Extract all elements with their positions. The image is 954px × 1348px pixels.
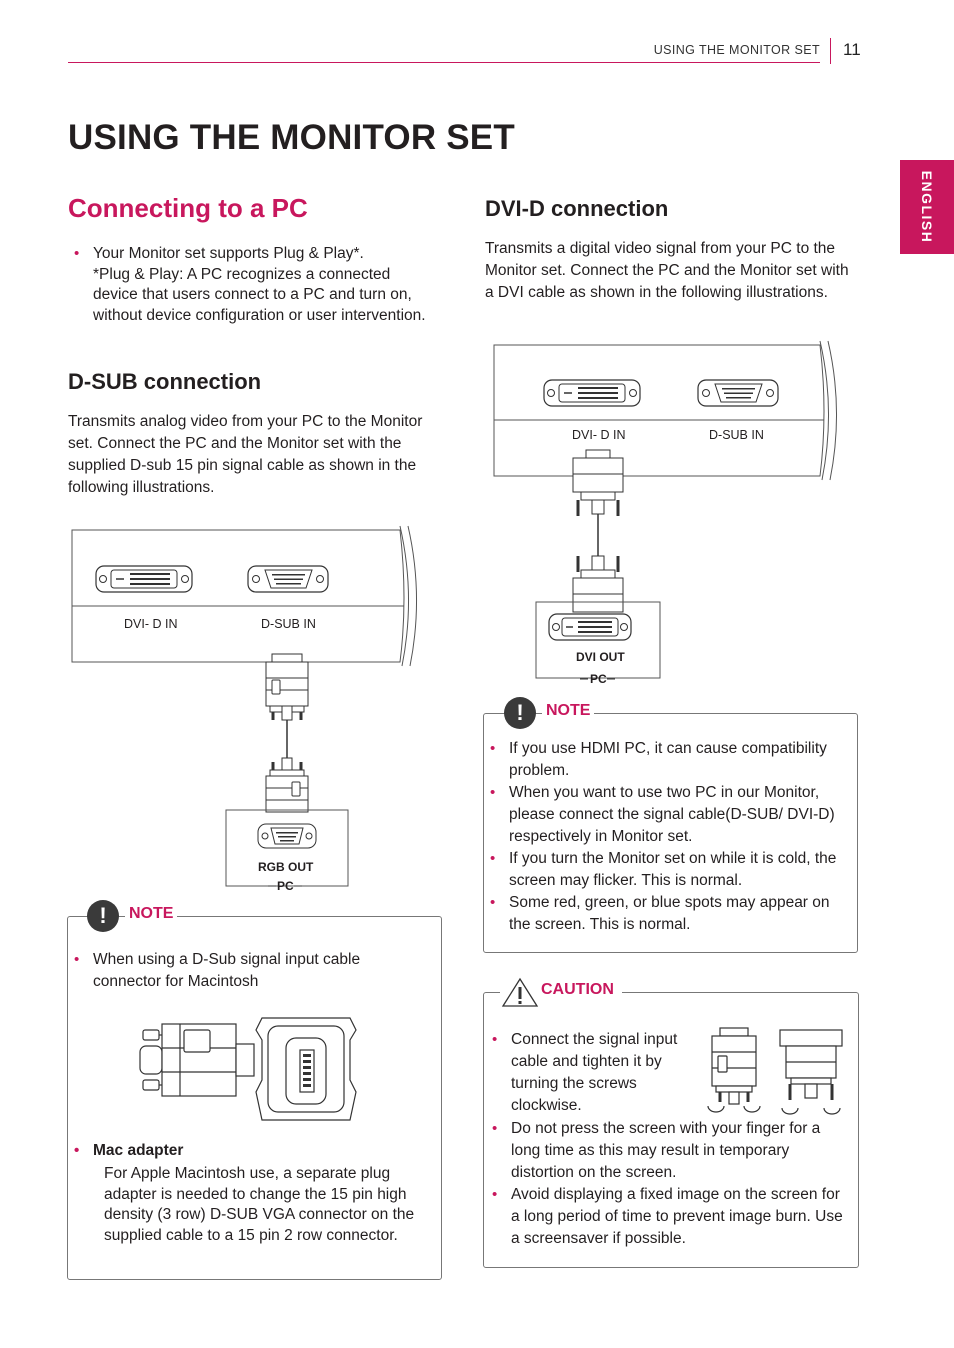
dvi-d-in-label-right: DVI- D IN <box>572 428 625 442</box>
section-title: Connecting to a PC <box>68 193 308 223</box>
dvid-description: Transmits a digital video signal from yo… <box>485 240 849 301</box>
dvi-cable-plug-bottom <box>572 555 624 613</box>
monitor-back-panel-right <box>493 340 837 481</box>
note-label-right: NOTE <box>542 702 595 720</box>
language-tab: ENGLISH <box>900 160 954 254</box>
dvi-port-icon-right <box>543 379 641 407</box>
caution-box <box>483 992 859 1268</box>
note-right-list: If you use HDMI PC, it can cause compati… <box>484 738 852 936</box>
note-right-item-3: If you turn the Monitor set on while it … <box>484 848 852 892</box>
dsub-cable-plug-bottom <box>265 757 309 813</box>
dvi-port-icon <box>95 565 193 593</box>
note-left-bullet-1: When using a D-Sub signal input cable co… <box>68 949 432 993</box>
pc-dvi-panel <box>535 601 661 679</box>
caution-item-3: Avoid displaying a fixed image on the sc… <box>486 1184 846 1250</box>
exclamation-icon: ! <box>504 697 536 729</box>
dsub-heading: D-SUB connection <box>68 369 262 394</box>
dsub-in-label: D-SUB IN <box>261 617 316 631</box>
note-left-item: When using a D-Sub signal input cable co… <box>68 949 432 993</box>
pc-label-right: PC <box>590 672 607 686</box>
warning-triangle-icon <box>500 976 540 1008</box>
intro-block: Your Monitor set supports Plug & Play*. … <box>68 244 428 326</box>
caution-item-1: Connect the signal input cable and tight… <box>486 1029 682 1117</box>
note-label-left: NOTE <box>125 905 178 923</box>
mac-adapter-title: Mac adapter <box>68 1140 432 1162</box>
caution-item-1-block: Connect the signal input cable and tight… <box>486 1029 682 1117</box>
monitor-back-panel <box>71 525 417 667</box>
dsub-cable-plug-top <box>265 653 309 721</box>
note-right-item-2: When you want to use two PC in our Monit… <box>484 782 852 848</box>
note-right-item-4: Some red, green, or blue spots may appea… <box>484 892 852 936</box>
mac-adapter-block: Mac adapter For Apple Macintosh use, a s… <box>68 1140 432 1246</box>
rgb-out-label: RGB OUT <box>258 860 314 874</box>
pc-rgb-panel <box>225 809 349 887</box>
note-box-left <box>67 916 442 1280</box>
mac-adapter-text: For Apple Macintosh use, a separate plug… <box>104 1165 415 1244</box>
dsub-port-icon-right <box>697 379 779 407</box>
dsub-in-label-right: D-SUB IN <box>709 428 764 442</box>
dvi-cable-plug-top <box>572 449 624 516</box>
plug-and-play-footnote: *Plug & Play: A PC recognizes a connecte… <box>93 265 426 324</box>
pc-label-left: PC <box>277 879 294 893</box>
header-divider <box>830 38 831 64</box>
page-title: USING THE MONITOR SET <box>68 118 515 157</box>
dvid-heading: DVI-D connection <box>485 196 669 221</box>
header-rule <box>68 62 820 63</box>
caution-list-rest: Do not press the screen with your finger… <box>486 1118 846 1250</box>
dsub-description: Transmits analog video from your PC to t… <box>68 413 423 496</box>
caution-item-2: Do not press the screen with your finger… <box>486 1118 836 1184</box>
dvi-d-in-label: DVI- D IN <box>124 617 177 631</box>
page-number: 11 <box>843 40 861 59</box>
dsub-port-icon <box>247 565 329 593</box>
caution-label: CAUTION <box>537 981 622 999</box>
running-header: USING THE MONITOR SET <box>653 43 820 57</box>
note-right-item-1: If you use HDMI PC, it can cause compati… <box>484 738 852 782</box>
intro-bullet: Your Monitor set supports Plug & Play*. <box>68 244 428 265</box>
dvi-out-label: DVI OUT <box>576 650 625 664</box>
exclamation-icon: ! <box>87 900 119 932</box>
